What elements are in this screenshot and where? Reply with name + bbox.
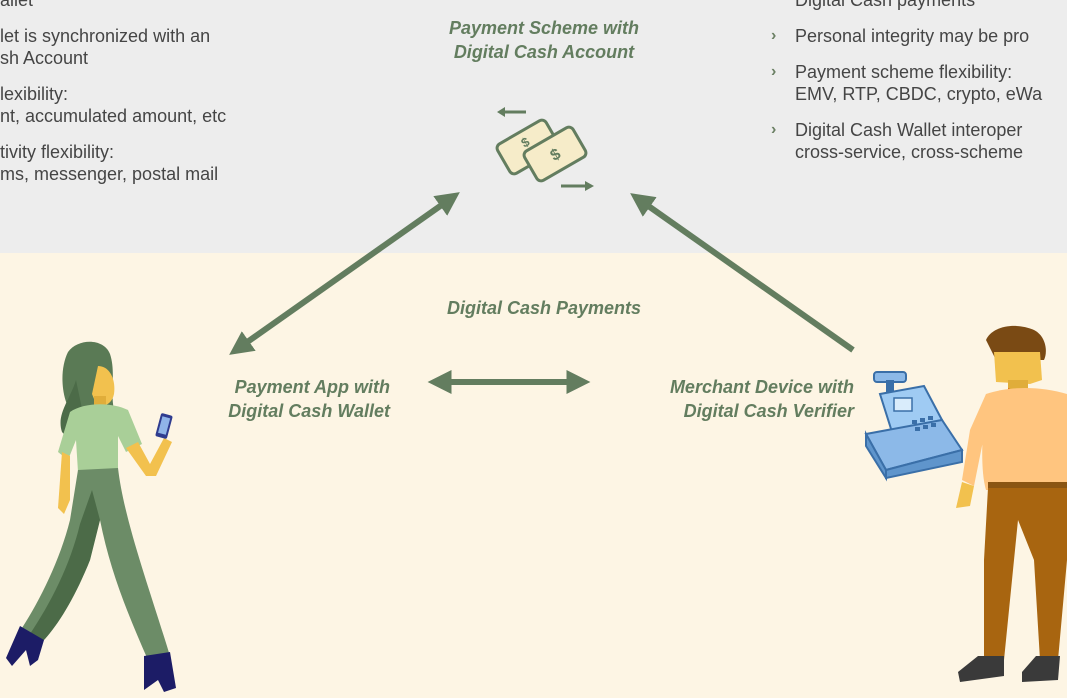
right-list-line: cross-service, cross-scheme — [795, 142, 1024, 162]
left-list-line: nt, accumulated amount, etc — [0, 106, 227, 126]
left-list-line: allet — [0, 0, 34, 10]
left-list-item: let is synchronized with an sh Account — [0, 25, 300, 69]
right-list-item: › Payment scheme flexibility: EMV, RTP, … — [771, 61, 1067, 105]
payment-app-label-line: Digital Cash Wallet — [228, 401, 390, 421]
right-list-line: Digital Cash Wallet interoper — [795, 120, 1023, 140]
right-list-item: Digital Cash payments — [771, 0, 1067, 11]
right-feature-list: Digital Cash payments › Personal integri… — [771, 0, 1067, 163]
left-list-item: tivity flexibility: ms, messenger, posta… — [0, 141, 300, 185]
left-list-item: lexibility: nt, accumulated amount, etc — [0, 83, 300, 127]
bullet-chevron-icon: › — [771, 27, 777, 44]
app-to-scheme-arrow — [229, 192, 460, 355]
cash-register-icon — [864, 371, 964, 482]
woman-with-phone-icon — [6, 341, 176, 692]
right-list-item: › Digital Cash Wallet interoper cross-se… — [771, 119, 1067, 163]
payment-app-label: Payment App with Digital Cash Wallet — [190, 375, 390, 423]
right-list-line: Personal integrity may be pro — [795, 26, 1030, 46]
merchant-to-scheme-arrow — [630, 193, 855, 353]
right-list-line: EMV, RTP, CBDC, crypto, eWa — [795, 84, 1043, 104]
right-list-line: Digital Cash payments — [795, 0, 976, 10]
left-list-line: let is synchronized with an — [0, 26, 211, 46]
right-list-item: › Personal integrity may be pro — [771, 25, 1067, 47]
left-list-line: lexibility: — [0, 84, 69, 104]
left-list-line: sh Account — [0, 48, 89, 68]
merchant-man-icon — [956, 325, 1067, 682]
payment-scheme-label-line: Digital Cash Account — [453, 42, 635, 62]
merchant-device-label-line: Digital Cash Verifier — [683, 401, 854, 421]
right-list-line: Payment scheme flexibility: — [795, 62, 1013, 82]
left-list-item: allet — [0, 0, 300, 11]
payment-scheme-label-line: Payment Scheme with — [448, 18, 640, 38]
bullet-chevron-icon: › — [771, 63, 777, 80]
money-exchange-icon: $ $ — [495, 107, 594, 191]
merchant-device-label-line: Merchant Device with — [669, 377, 854, 397]
digital-cash-payments-label: Digital Cash Payments — [446, 298, 642, 318]
payment-scheme-label: Payment Scheme with Digital Cash Account — [380, 16, 708, 64]
left-list-line: ms, messenger, postal mail — [0, 164, 219, 184]
left-list-line: tivity flexibility: — [0, 142, 115, 162]
payment-app-label-line: Payment App with — [234, 377, 390, 397]
bullet-chevron-icon: › — [771, 121, 777, 138]
left-feature-list: allet let is synchronized with an sh Acc… — [0, 0, 300, 185]
merchant-device-label: Merchant Device with Digital Cash Verifi… — [610, 375, 854, 423]
